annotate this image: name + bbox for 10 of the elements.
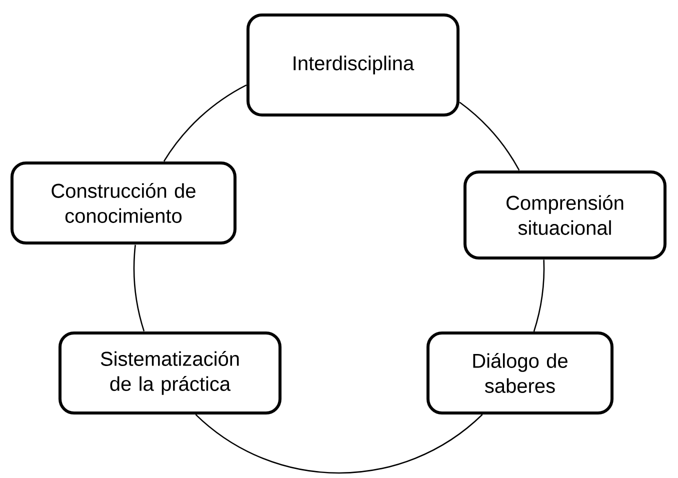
rounded-box: Diálogo de saberes xyxy=(426,332,614,414)
arc-line xyxy=(459,102,520,170)
arc-line xyxy=(133,244,145,332)
rounded-box: Sistematización de la práctica xyxy=(58,332,282,414)
arc-line xyxy=(533,260,545,332)
rounded-box: Interdisciplina xyxy=(246,14,460,116)
rounded-box: Comprensión situacional xyxy=(464,170,666,260)
arc-line xyxy=(195,414,483,474)
arc-line xyxy=(163,84,247,162)
rounded-box: Construcción de conocimiento xyxy=(10,162,236,244)
